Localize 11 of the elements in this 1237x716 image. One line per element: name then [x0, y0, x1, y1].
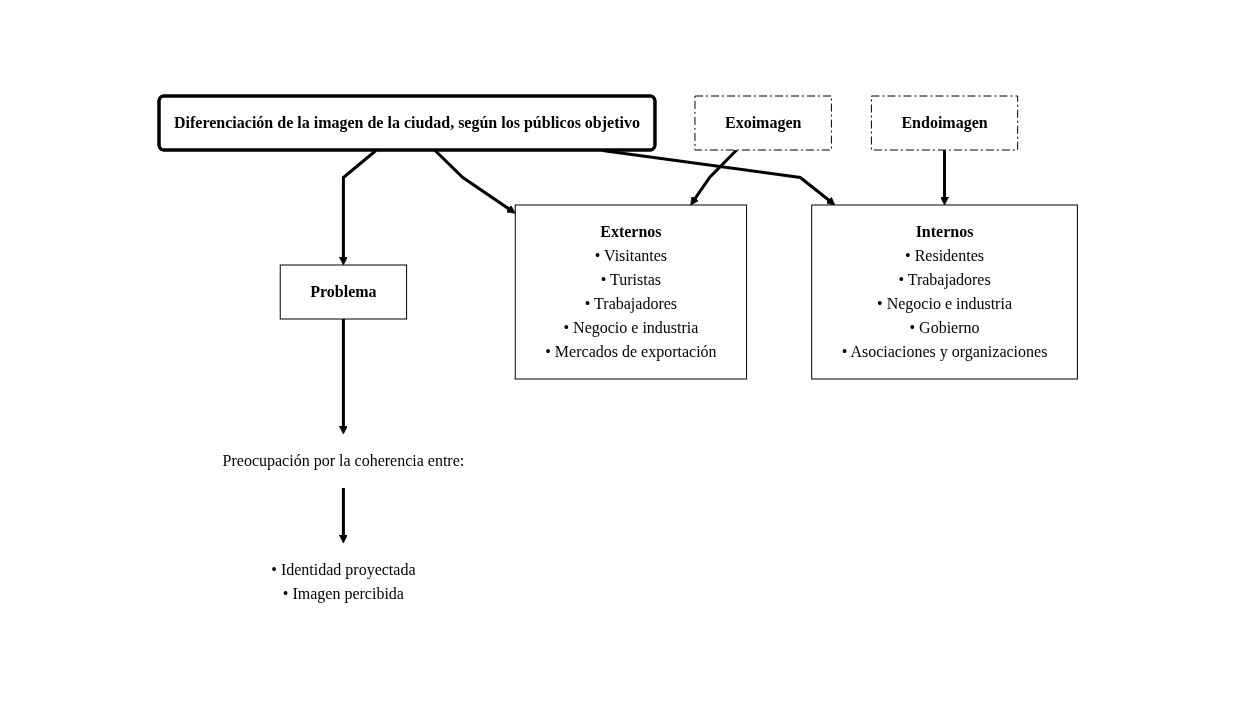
node-box: Externos • Visitantes • Turistas • Trabajadores • Negocio e industria • Mercados de exportación — [515, 204, 748, 379]
node-box: Problema — [280, 264, 408, 319]
arrow — [339, 318, 349, 434]
node-text: • Identidad proyectada • Imagen percibida — [271, 560, 416, 602]
node-box: Exoimagen — [694, 95, 833, 150]
arrow — [339, 487, 349, 543]
arrow — [690, 148, 739, 205]
node-text: Preocupación por la coherencia entre: — [222, 451, 465, 469]
node-box: Internos • Residentes • Trabajadores • Negocio e industria • Gobierno • Asociaciones y organizaciones — [811, 204, 1079, 379]
node-box: Endoimagen — [871, 95, 1019, 150]
arrow — [940, 149, 950, 205]
